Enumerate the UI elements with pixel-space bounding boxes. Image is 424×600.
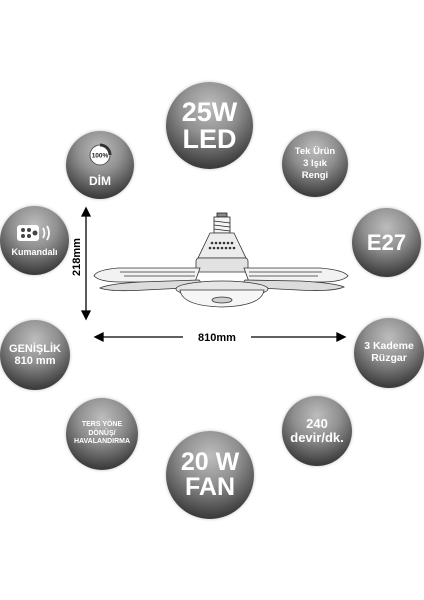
badge-ters-yone: TERS YÖNE DÖNÜŞ/ HAVALANDIRMA [66,398,138,470]
width-dimension-label: 810mm [198,332,236,344]
badge-ters-line2: DÖNÜŞ/ [88,429,116,437]
badge-25w-led: 25W LED [166,82,253,169]
led-light-dome [175,280,269,308]
badge-kumandali-label: Kumandalı [11,246,58,257]
badge-genislik-line2: 810 mm [14,355,56,367]
badge-tek-urun: Tek Ürün 3 Işık Rengi [282,131,348,197]
badge-e27: E27 [352,208,421,277]
badge-devir-line1: 240 [306,415,328,431]
badge-3-kademe: 3 Kademe Rüzgar [354,318,424,388]
badge-20w-label: 20 W [180,448,240,476]
dimmer-percent-text: 100% [92,152,109,159]
badge-ters-line3: HAVALANDIRMA [73,438,131,446]
badge-genislik-line1: GENİŞLİK [9,342,61,355]
height-dimension-line [80,206,92,321]
badge-tek-line1: Tek Ürün [294,146,336,158]
width-dimension-line [93,331,347,343]
badge-devir-line2: devir/dk. [290,430,344,445]
remote-control-icon [15,223,55,248]
badge-kademe-line2: Rüzgar [371,352,407,364]
e27-socket [213,212,231,234]
badge-kumandali: Kumandalı [0,206,69,275]
badge-led-label: LED [182,123,237,154]
badge-ters-line1: TERS YÖNE [81,420,123,428]
badge-tek-line3: Rengi [301,169,329,181]
badge-dim: 100% DİM [66,131,134,199]
dimmer-icon: 100% [87,142,113,173]
badge-20w-fan: 20 W FAN [166,431,254,519]
badge-genislik: GENİŞLİK 810 mm [0,320,70,390]
badge-tek-line2: 3 Işık [303,158,327,170]
badge-kademe-line1: 3 Kademe [364,340,414,353]
height-dimension-label: 218mm [71,238,83,276]
badge-fan-label: FAN [185,473,235,501]
badge-240-devir: 240 devir/dk. [282,396,352,466]
badge-dim-label: DİM [89,174,111,189]
badge-25w-label: 25W [181,96,238,127]
fan-motor-housing [195,232,249,273]
badge-e27-label: E27 [366,229,407,255]
